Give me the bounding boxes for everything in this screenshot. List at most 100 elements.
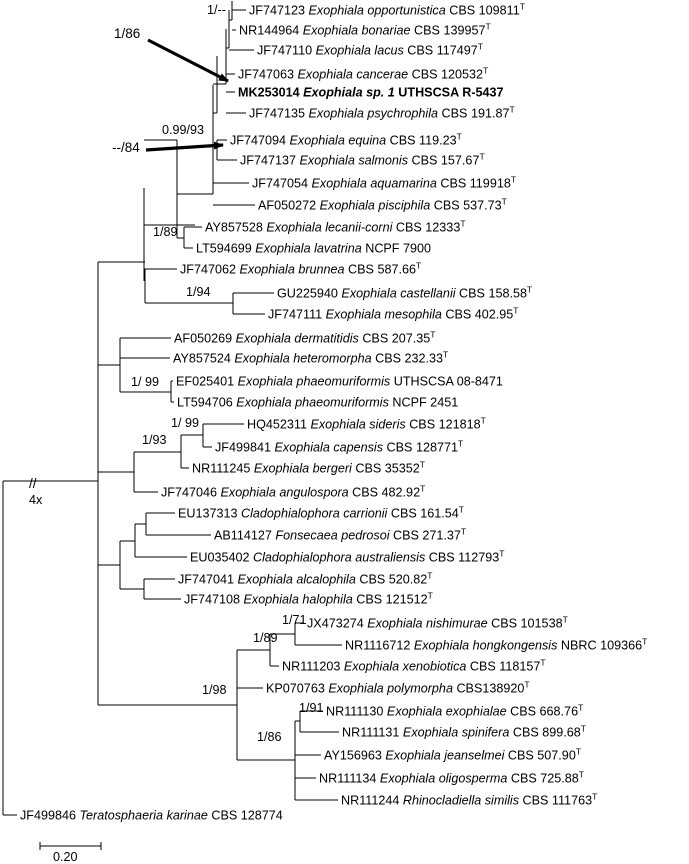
species-name: Exophiala jeanselmei (385, 749, 505, 763)
strain-id: CBS 271.37 (390, 529, 461, 543)
taxon-label: JF747137 Exophiala salmonis CBS 157.67T (240, 152, 485, 168)
accession-number: NR111244 (341, 794, 403, 808)
species-name: Exophiala psychrophila (309, 107, 439, 121)
taxon-label: HQ452311 Exophiala sideris CBS 121818T (247, 416, 486, 432)
arrow-label-upper: 1/86 (114, 26, 140, 41)
strain-id: CBS 35352 (352, 462, 420, 476)
species-name: Exophiala oligosperma (380, 772, 507, 786)
species-name: Exophiala cancerae (298, 68, 409, 82)
strain-id: CBS 121818 (406, 418, 481, 432)
accession-number: AY156963 (324, 749, 385, 763)
taxon-label: NR144964 Exophiala bonariae CBS 139957T (239, 22, 491, 38)
species-name: Exophiala dermatitidis (236, 332, 360, 346)
accession-number: JF747110 (257, 44, 316, 58)
type-strain-marker: T (459, 505, 464, 515)
type-strain-marker: T (430, 330, 435, 340)
annotation-arrows: 1/86 --/84 (112, 26, 229, 155)
accession-number: LT594699 (196, 242, 255, 256)
accession-number: HQ452311 (247, 418, 310, 432)
accession-number: JF747063 (238, 68, 298, 82)
taxon-label: JF747062 Exophiala brunnea CBS 587.66T (180, 261, 421, 277)
break-mark: // (29, 476, 37, 491)
accession-number: GU225940 (277, 287, 341, 301)
taxon-label: NR111244 Rhinocladiella similis CBS 1117… (341, 792, 597, 808)
accession-number: JF747123 (249, 4, 309, 18)
strain-id: CBS 117497 (404, 44, 478, 58)
taxon-label: AY156963 Exophiala jeanselmei CBS 507.90… (324, 747, 581, 763)
taxon-label: EF025401 Exophiala phaeomuriformis UTHSC… (176, 375, 503, 389)
type-strain-marker: T (540, 658, 545, 668)
arrow-label-lower: --/84 (112, 140, 140, 155)
type-strain-marker: T (481, 416, 486, 426)
strain-id: UTHSCSA R-5437 (395, 86, 504, 100)
support-label: 1/71 (282, 613, 307, 627)
type-strain-marker: T (428, 591, 433, 601)
taxon-label: AF050272 Exophiala pisciphila CBS 537.73… (258, 197, 507, 213)
strain-id: CBS 120532 (408, 68, 483, 82)
support-values: 1/-- 0.99/93 1/89 1/94 1/ 99 1/ 99 1/93 … (131, 3, 324, 744)
strain-id: CBS 537.73 (430, 199, 501, 213)
accession-number: EF025401 (176, 375, 238, 389)
taxon-label: AB114127 Fonsecaea pedrosoi CBS 271.37T (214, 527, 466, 543)
species-name: Rhinocladiella similis (403, 794, 520, 808)
strain-id: CBS 118157 (466, 660, 540, 674)
taxon-label: NR111203 Exophiala xenobiotica CBS 11815… (282, 658, 546, 674)
strain-id: CBS 101538 (488, 617, 563, 631)
taxon-label: AY857524 Exophiala heteromorpha CBS 232.… (173, 350, 448, 366)
species-name: Exophiala xenobiotica (344, 660, 467, 674)
strain-id: CBS 725.88 (507, 772, 578, 786)
type-strain-marker: T (642, 637, 647, 647)
scale-bar-label: 0.20 (53, 850, 78, 864)
strain-id: CBS 157.67 (408, 154, 479, 168)
taxon-label: JF747046 Exophiala angulospora CBS 482.9… (161, 484, 425, 500)
species-name: Exophiala pisciphila (320, 199, 431, 213)
strain-id: CBS 668.76 (507, 705, 578, 719)
type-strain-marker: T (578, 703, 583, 713)
taxon-label: NR111134 Exophiala oligosperma CBS 725.8… (319, 770, 584, 786)
taxon-label: JF747063 Exophiala cancerae CBS 120532T (238, 66, 488, 82)
species-name: Exophiala exophialae (387, 705, 507, 719)
accession-number: NR111131 (342, 726, 403, 740)
strain-id: NCPF 2451 (389, 396, 458, 410)
root-break: // 4x (29, 476, 43, 507)
species-name: Exophiala salmonis (300, 154, 409, 168)
type-strain-marker: T (592, 792, 597, 802)
support-label: 0.99/93 (162, 123, 204, 137)
taxon-label: JF747110 Exophiala lacus CBS 117497T (257, 42, 483, 58)
species-name: Exophiala heteromorpha (234, 352, 371, 366)
species-name: Exophiala angulospora (221, 486, 349, 500)
type-strain-marker: T (499, 549, 504, 559)
strain-id: CBS 119.23 (386, 134, 456, 148)
accession-number: EU035402 (190, 551, 253, 565)
type-strain-marker: T (483, 66, 488, 76)
strain-id: CBS 128771 (383, 441, 458, 455)
strain-id: CBS 119918 (437, 177, 511, 191)
taxon-label: AY857528 Exophiala lecanii-corni CBS 123… (205, 219, 466, 235)
accession-number: KP070763 (266, 682, 328, 696)
accession-number: JF499841 (215, 441, 275, 455)
type-strain-marker: T (420, 484, 425, 494)
type-strain-marker: T (478, 42, 483, 52)
taxon-label: JF747054 Exophiala aquamarina CBS 119918… (252, 175, 516, 191)
strain-id: NBRC 109366 (557, 639, 642, 653)
accession-number: MK253014 (238, 86, 303, 100)
type-strain-marker: T (513, 306, 518, 316)
species-name: Exophiala bonariae (303, 24, 411, 38)
type-strain-marker: T (511, 175, 516, 185)
taxon-label: JF499846 Teratosphaeria karinae CBS 1287… (20, 809, 283, 823)
species-name: Exophiala bergeri (254, 462, 353, 476)
type-strain-marker: T (479, 152, 484, 162)
taxon-label: JF499841 Exophiala capensis CBS 128771T (215, 439, 463, 455)
type-strain-marker: T (443, 350, 448, 360)
strain-id: CBS 587.66 (345, 263, 416, 277)
species-name: Exophiala spinifera (403, 726, 509, 740)
taxon-label: NR111245 Exophiala bergeri CBS 35352T (192, 460, 425, 476)
species-name: Exophiala halophila (244, 593, 353, 607)
accession-number: NR1116712 (345, 639, 414, 653)
species-name: Exophiala nishimurae (367, 617, 487, 631)
support-label: 1/91 (299, 701, 324, 715)
accession-number: JF747108 (184, 593, 244, 607)
taxon-label: NR111130 Exophiala exophialae CBS 668.76… (326, 703, 583, 719)
type-strain-marker: T (563, 615, 568, 625)
strain-id: CBS138920 (453, 682, 524, 696)
